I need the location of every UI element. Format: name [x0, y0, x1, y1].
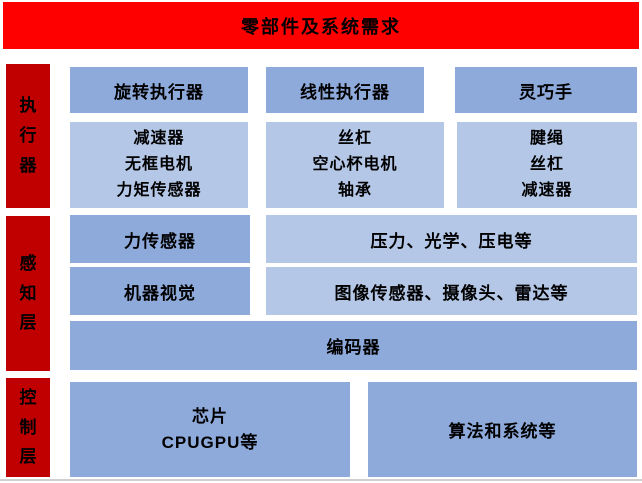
section-label-control: 控制层: [6, 378, 50, 477]
box-force-sensor-types: 压力、光学、压电等: [266, 215, 637, 263]
box-hand-components-line2: 丝杠: [529, 156, 564, 173]
box-chip: 芯片 CPUGPU等: [70, 382, 350, 477]
box-algorithms-systems: 算法和系统等: [368, 382, 637, 477]
section-label-actuator: 执行器: [6, 64, 50, 208]
box-linear-actuator: 线性执行器: [266, 67, 424, 113]
box-dexterous-hand: 灵巧手: [455, 67, 637, 113]
diagram-title: 零部件及系统需求: [241, 16, 401, 37]
section-label-actuator-text: 执行器: [19, 96, 37, 175]
box-hand-components-line1: 腱绳: [529, 130, 564, 147]
box-force-sensor: 力传感器: [70, 215, 250, 263]
box-hand-components: 腱绳 丝杠 减速器: [457, 122, 637, 208]
box-chip-line2: CPUGPU等: [162, 430, 259, 456]
box-chip-cpugpu-text: CPUGPU: [161, 432, 241, 452]
box-rotary-components-line3: 力矩传感器: [116, 182, 202, 199]
box-rotary-components-line1: 减速器: [133, 130, 185, 147]
box-force-sensor-text: 力传感器: [124, 231, 196, 251]
box-linear-components-line3: 轴承: [337, 182, 372, 199]
diagram-title-banner: 零部件及系统需求: [3, 2, 639, 49]
box-linear-components: 丝杠 空心杯电机 轴承: [266, 122, 444, 208]
box-linear-actuator-text: 线性执行器: [300, 82, 390, 102]
section-label-perception-text: 感知层: [19, 253, 37, 333]
box-rotary-components-line2: 无框电机: [124, 156, 193, 173]
box-chip-line1: 芯片: [192, 406, 228, 426]
box-machine-vision-types: 图像传感器、摄像头、雷达等: [266, 267, 637, 315]
box-encoder-text: 编码器: [326, 338, 381, 357]
box-machine-vision: 机器视觉: [70, 267, 250, 315]
section-label-control-text: 控制层: [19, 387, 37, 467]
box-rotary-actuator-text: 旋转执行器: [114, 82, 204, 102]
box-rotary-components: 减速器 无框电机 力矩传感器: [70, 122, 248, 208]
box-chip-suffix-text: 等: [240, 432, 259, 452]
box-linear-components-line1: 丝杠: [337, 130, 372, 147]
box-linear-components-line2: 空心杯电机: [312, 156, 398, 173]
box-hand-components-line3: 减速器: [521, 182, 573, 199]
section-label-perception: 感知层: [6, 216, 50, 371]
box-algorithms-systems-text: 算法和系统等: [448, 422, 557, 441]
bottom-divider: [0, 479, 642, 481]
box-dexterous-hand-text: 灵巧手: [519, 82, 573, 102]
box-rotary-actuator: 旋转执行器: [70, 67, 248, 113]
box-machine-vision-text: 机器视觉: [124, 283, 196, 303]
box-force-sensor-types-text: 压力、光学、压电等: [370, 231, 533, 251]
box-encoder: 编码器: [70, 321, 637, 370]
box-machine-vision-types-text: 图像传感器、摄像头、雷达等: [334, 283, 569, 303]
